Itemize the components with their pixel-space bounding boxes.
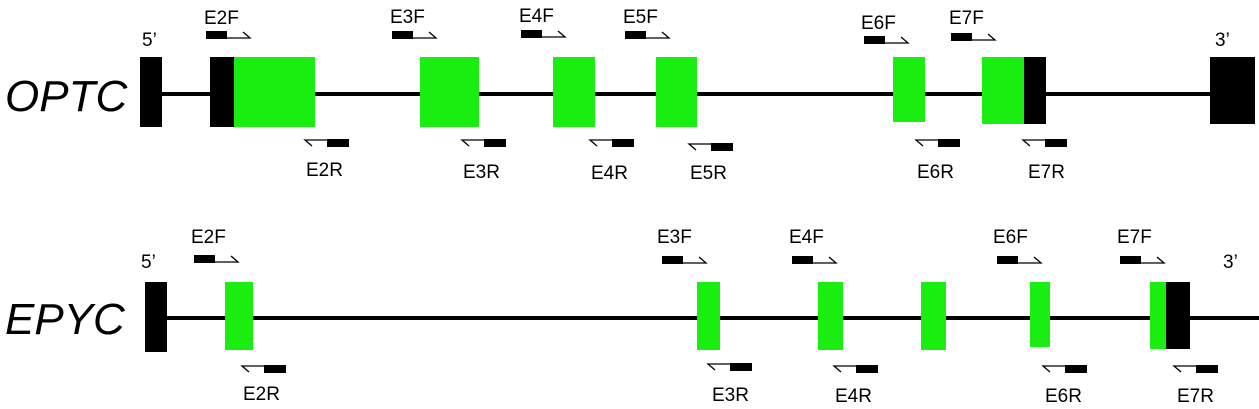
forward-primer-label: E6F <box>993 227 1028 248</box>
coding-exon <box>225 282 253 350</box>
three-prime-label: 3’ <box>1223 252 1238 273</box>
forward-primer-label: E4F <box>789 227 824 248</box>
forward-primer-arrow <box>625 31 671 39</box>
forward-primer-label: E5F <box>623 7 658 28</box>
reverse-primer-arrow <box>914 139 960 147</box>
forward-primer-label: E3F <box>390 7 425 28</box>
coding-exon <box>1030 282 1050 347</box>
reverse-primer-label: E3R <box>712 385 749 406</box>
five-prime-label: 5’ <box>142 30 157 51</box>
three-prime-label: 3’ <box>1215 30 1230 51</box>
forward-primer-label: E6F <box>861 13 896 34</box>
reverse-primer-label: E2R <box>243 384 280 405</box>
forward-primer-arrow <box>194 255 240 263</box>
utr-exon <box>1166 282 1190 349</box>
coding-exon <box>234 57 315 127</box>
forward-primer-arrow <box>521 30 567 38</box>
reverse-primer-arrow <box>1021 139 1067 147</box>
forward-primer-label: E7F <box>1117 227 1152 248</box>
gene-name: OPTC <box>5 72 128 121</box>
reverse-primer-arrow <box>460 139 506 147</box>
forward-primer-arrow <box>951 33 997 41</box>
coding-exon <box>818 282 843 350</box>
gene-name: EPYC <box>5 295 126 344</box>
coding-exon <box>656 57 697 127</box>
reverse-primer-arrow <box>706 363 752 371</box>
gene-epyc: EPYC 5’ 3’ E2F E3F E4F E6F E7F E2R E3R E4R E6R E7… <box>5 227 1259 407</box>
reverse-primer-label: E4R <box>835 386 872 407</box>
reverse-primer-label: E5R <box>690 163 727 184</box>
reverse-primer-arrow <box>588 139 634 147</box>
reverse-primer-label: E7R <box>1028 162 1065 183</box>
utr-exon <box>1024 57 1046 124</box>
reverse-primer-label: E7R <box>1177 386 1214 407</box>
forward-primer-label: E2F <box>191 227 226 248</box>
coding-exon <box>1150 282 1166 349</box>
forward-primer-arrow <box>792 256 838 264</box>
utr-exon <box>140 57 162 127</box>
gene-optc: OPTC 5’ 3’ E2F E3F E4F E5F E6F E7F E2R E3R E4R E5… <box>5 6 1255 184</box>
reverse-primer-arrow <box>832 365 878 373</box>
forward-primer-label: E7F <box>949 8 984 29</box>
five-prime-label: 5’ <box>141 252 156 273</box>
forward-primer-arrow <box>206 31 252 39</box>
reverse-primer-arrow <box>687 143 733 151</box>
coding-exon <box>553 57 595 127</box>
reverse-primer-arrow <box>303 139 349 147</box>
reverse-primer-label: E2R <box>306 160 343 181</box>
forward-primer-label: E2F <box>204 8 239 29</box>
forward-primer-arrow <box>662 256 708 264</box>
utr-exon <box>145 282 167 352</box>
coding-exon <box>921 282 946 350</box>
utr-exon <box>210 57 234 127</box>
reverse-primer-arrow <box>1041 365 1087 373</box>
coding-exon <box>420 57 479 127</box>
reverse-primer-label: E3R <box>463 162 500 183</box>
coding-exon <box>982 57 1024 124</box>
forward-primer-label: E3F <box>657 227 692 248</box>
coding-exon <box>893 57 925 122</box>
coding-exon <box>697 282 720 350</box>
forward-primer-arrow <box>392 31 438 39</box>
reverse-primer-label: E6R <box>1045 386 1082 407</box>
reverse-primer-label: E6R <box>917 162 954 183</box>
utr-exon <box>1210 57 1255 124</box>
reverse-primer-arrow <box>1172 365 1218 373</box>
forward-primer-arrow <box>997 256 1043 264</box>
reverse-primer-label: E4R <box>591 163 628 184</box>
reverse-primer-arrow <box>240 365 286 373</box>
forward-primer-arrow <box>1120 256 1166 264</box>
forward-primer-arrow <box>864 36 910 44</box>
forward-primer-label: E4F <box>519 6 554 27</box>
